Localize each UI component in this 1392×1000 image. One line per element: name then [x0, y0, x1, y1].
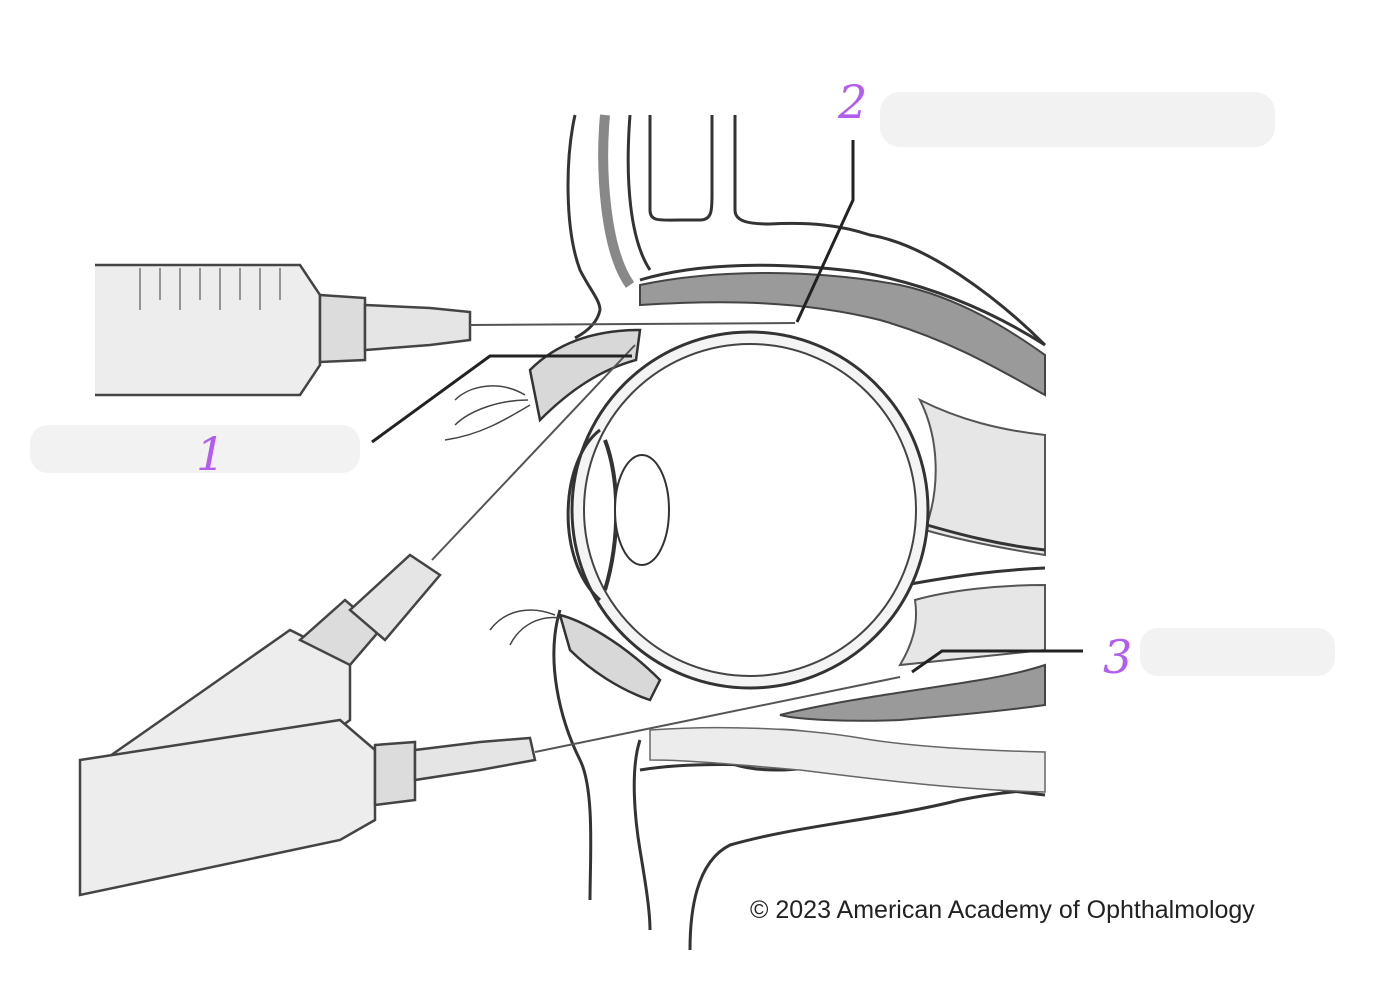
label-3-placeholder [1140, 628, 1335, 676]
extraocular-muscles [639, 271, 1046, 793]
label-1: 1 [196, 427, 225, 481]
leader-line-2 [795, 140, 855, 323]
orbit-anatomy [552, 114, 1047, 951]
label-3: 3 [1103, 630, 1132, 684]
leader-line-3 [911, 649, 1083, 674]
label-2: 2 [837, 75, 867, 129]
label-2-placeholder [880, 92, 1275, 147]
syringe-bottom [78, 676, 901, 897]
leader-line-1 [371, 354, 632, 444]
eyeball [566, 330, 930, 690]
eyelid-tarsus [528, 328, 662, 702]
label-1-placeholder [30, 425, 360, 473]
labels: 1 2 3 [196, 75, 1132, 684]
eyelashes [444, 385, 561, 646]
leader-lines [371, 140, 1083, 674]
copyright-notice: © 2023 American Academy of Ophthalmology [750, 896, 1255, 924]
syringe-top [95, 263, 796, 397]
